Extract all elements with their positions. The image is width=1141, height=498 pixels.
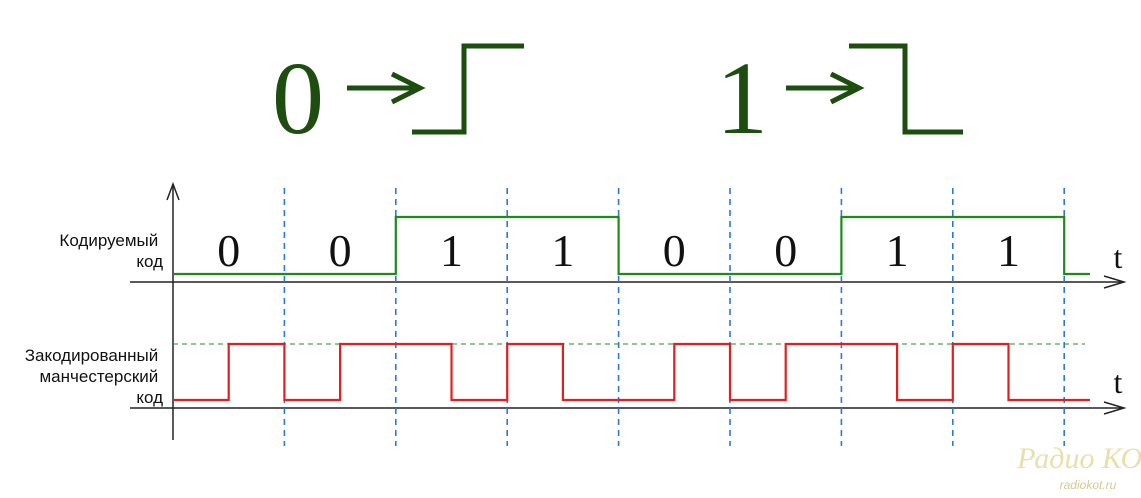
manchester-row-label-line-2: манчестерский <box>39 367 158 386</box>
time-axis-label-manchester: t <box>1114 364 1123 400</box>
watermark: Радио КОТ radiokot.ru <box>1016 442 1141 492</box>
coded-row-label: Кодируемый код <box>59 231 163 271</box>
watermark-logo: Радио КОТ <box>1016 442 1141 475</box>
bit-labels: 0 0 1 1 0 0 1 1 <box>217 225 1020 276</box>
coded-signal <box>173 215 1090 276</box>
legend-one-digit: 1 <box>716 41 768 156</box>
legend-rising-edge <box>412 43 524 135</box>
time-axis-manchester-arrow <box>1103 401 1127 415</box>
time-axis-label-coded: t <box>1114 239 1123 275</box>
bit-label: 1 <box>551 225 574 276</box>
coded-row-label-line-2: код <box>136 252 163 271</box>
bit-label: 1 <box>440 225 463 276</box>
bit-boundary-grid <box>283 188 1065 446</box>
bit-label: 1 <box>997 225 1020 276</box>
bit-label: 1 <box>886 225 909 276</box>
legend-zero-digit: 0 <box>272 41 324 156</box>
legend: 0 1 <box>272 41 963 156</box>
bit-label: 0 <box>329 225 352 276</box>
manchester-signal <box>173 342 1090 402</box>
manchester-signal-waveform <box>173 342 1090 402</box>
vertical-axis-arrow <box>166 181 180 201</box>
manchester-row-label: Закодированный манчестерский код <box>25 346 163 407</box>
time-axis-coded-arrow <box>1103 275 1127 289</box>
bit-label: 0 <box>217 225 240 276</box>
legend-falling-edge <box>849 43 963 135</box>
bit-label: 0 <box>663 225 686 276</box>
axes <box>130 181 1127 440</box>
bit-label: 0 <box>774 225 797 276</box>
manchester-row-label-line-3: код <box>136 388 163 407</box>
legend-zero-arrow <box>347 71 426 105</box>
watermark-url: radiokot.ru <box>1060 478 1117 492</box>
coded-signal-waveform <box>173 215 1090 276</box>
legend-one-arrow <box>786 71 865 105</box>
manchester-row-label-line-1: Закодированный <box>25 346 159 365</box>
coded-row-label-line-1: Кодируемый <box>59 231 158 250</box>
